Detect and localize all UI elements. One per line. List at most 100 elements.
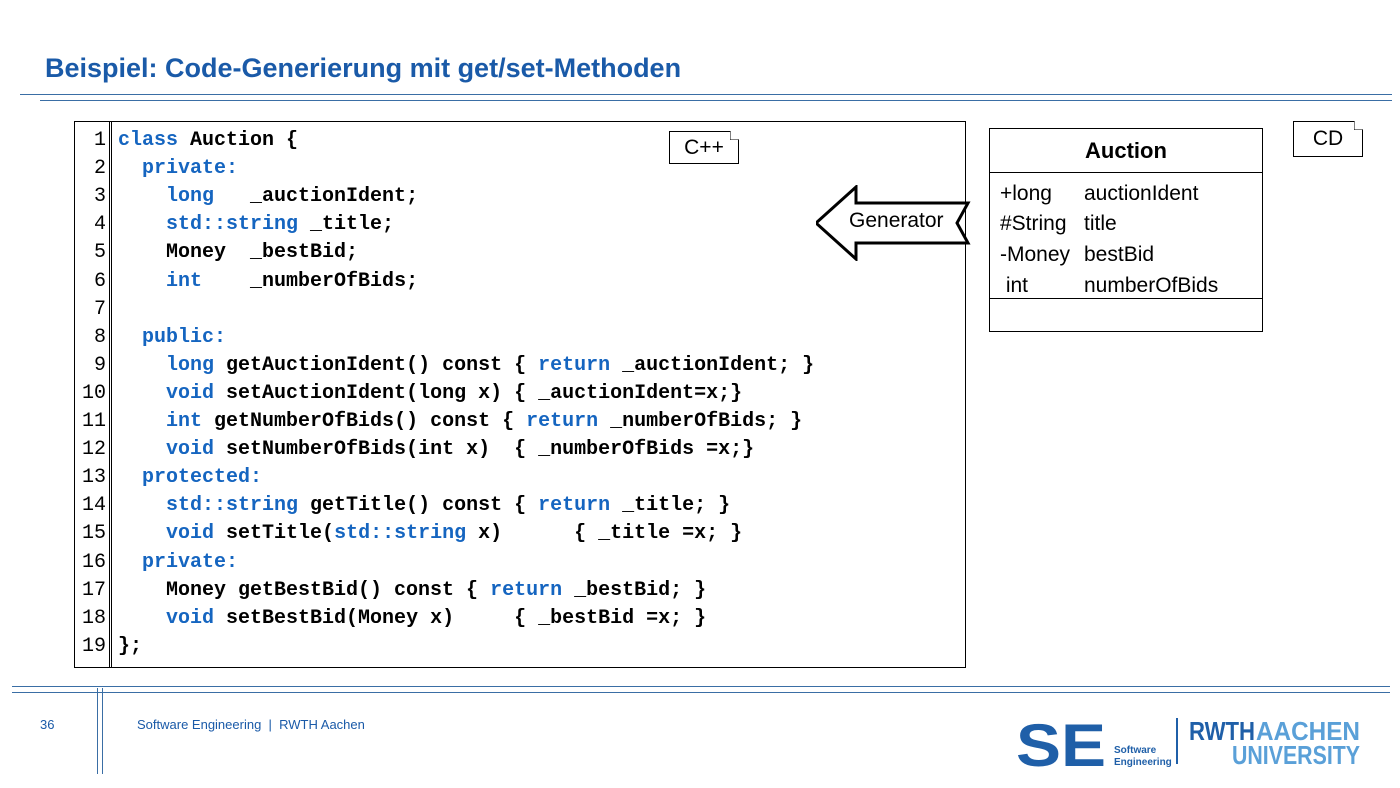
code-text: void setTitle(std::string x) { _title =x… — [118, 520, 742, 548]
code-text: class Auction { — [118, 127, 298, 155]
footer-divider-bottom — [12, 692, 1390, 693]
uml-attribute-name: numberOfBids — [1084, 274, 1219, 297]
page-number: 36 — [40, 717, 55, 732]
generator-label: Generator — [849, 209, 944, 232]
code-keyword: int — [166, 410, 203, 433]
se-logo-line2: Engineering — [1114, 757, 1172, 768]
line-number: 4 — [93, 213, 106, 237]
code-text: void setBestBid(Money x) { _bestBid =x; … — [118, 605, 706, 633]
language-tag-label: C++ — [684, 136, 724, 159]
code-token: setTitle( — [214, 522, 335, 546]
line-number: 7 — [93, 297, 106, 321]
line-number: 18 — [81, 606, 106, 630]
line-number: 5 — [93, 241, 106, 265]
code-keyword: std::string — [166, 494, 299, 518]
code-text: void setNumberOfBids(int x) { _numberOfB… — [118, 436, 754, 464]
code-token: _auctionIdent; — [214, 185, 419, 209]
code-token: _auctionIdent; } — [610, 353, 815, 377]
language-tag: C++ — [669, 131, 739, 164]
uml-class-name: Auction — [990, 129, 1262, 173]
generator-arrow-icon — [816, 185, 971, 261]
code-token — [118, 522, 166, 545]
code-token — [118, 326, 142, 349]
code-token: Auction { — [178, 129, 299, 152]
slide-title: Beispiel: Code-Generierung mit get/set-M… — [45, 53, 682, 83]
code-text: protected: — [118, 464, 262, 492]
code-text: public: — [118, 324, 226, 352]
diagram-tag-label: CD — [1312, 127, 1344, 150]
code-keyword: class — [118, 129, 179, 152]
code-keyword: return — [526, 410, 599, 433]
uml-attribute-name: bestBid — [1084, 243, 1155, 266]
code-keyword: std::string — [166, 213, 299, 237]
line-number: 3 — [93, 185, 106, 209]
code-keyword: protected: — [142, 466, 263, 490]
se-logo-line1: Software — [1114, 745, 1157, 756]
code-token — [118, 607, 166, 630]
code-text: Money _bestBid; — [118, 239, 358, 267]
code-token — [118, 466, 142, 489]
line-number: 15 — [81, 522, 106, 546]
se-logo-letters: SE — [1016, 712, 1106, 770]
uml-attribute-type: int — [1000, 274, 1029, 297]
line-number: 10 — [81, 381, 106, 405]
rwth-logo-part1: RWTH — [1189, 716, 1255, 746]
code-token — [118, 494, 166, 517]
code-token: x) { _title =x; } — [466, 522, 743, 546]
uml-attribute-type: -Money — [1000, 243, 1071, 266]
code-text: int _numberOfBids; — [118, 268, 418, 296]
dog-ear-icon — [1354, 121, 1363, 130]
diagram-tag: CD — [1293, 121, 1363, 157]
code-token: getTitle() const { — [298, 494, 539, 518]
code-keyword: long — [166, 353, 215, 377]
line-number: 8 — [93, 325, 106, 349]
uml-attribute: -Money bestBid — [1000, 240, 1154, 270]
code-token: _numberOfBids; — [202, 269, 419, 293]
uml-attribute-type: +long — [1000, 182, 1052, 205]
code-keyword: void — [166, 381, 215, 405]
line-number: 9 — [93, 353, 106, 377]
code-text: std::string _title; — [118, 211, 394, 239]
code-token — [118, 185, 166, 208]
code-token — [118, 354, 166, 377]
code-text: private: — [118, 549, 238, 577]
code-text: std::string getTitle() const { return _t… — [118, 492, 730, 520]
code-token: _title; — [298, 213, 395, 237]
code-token: getAuctionIdent() const { — [214, 353, 539, 377]
code-token: getNumberOfBids() const { — [202, 410, 527, 433]
code-token: setAuctionIdent(long x) { _auctionIdent=… — [214, 381, 743, 405]
code-text: }; — [118, 633, 142, 661]
code-keyword: std::string — [334, 522, 467, 546]
code-token: setNumberOfBids(int x) { _numberOfBids =… — [214, 438, 755, 462]
uml-attribute-type: #String — [1000, 212, 1067, 235]
code-keyword: return — [490, 578, 563, 602]
code-text: Money getBestBid() const { return _bestB… — [118, 577, 706, 605]
code-token: _numberOfBids; } — [598, 410, 803, 433]
line-number: 17 — [81, 578, 106, 602]
code-token: _title; } — [610, 494, 731, 518]
code-keyword: return — [538, 353, 611, 377]
code-token — [118, 438, 166, 461]
uml-attribute-name: title — [1084, 212, 1117, 235]
code-token: Money getBestBid() const { — [118, 578, 491, 602]
dog-ear-icon — [730, 131, 739, 140]
code-keyword: long — [166, 185, 215, 209]
code-text: long _auctionIdent; — [118, 183, 418, 211]
uml-compartment-divider — [990, 298, 1262, 299]
code-keyword: void — [166, 606, 215, 630]
uml-attribute: #String title — [1000, 209, 1117, 239]
code-text: private: — [118, 155, 238, 183]
code-keyword: return — [538, 494, 611, 518]
code-token: }; — [118, 634, 143, 658]
line-number: 6 — [93, 269, 106, 293]
code-keyword: private: — [142, 550, 239, 574]
line-number: 1 — [93, 129, 106, 152]
rwth-logo-line2: UNIVERSITY — [1232, 740, 1360, 770]
title-divider-bottom — [40, 100, 1392, 101]
line-number: 16 — [81, 550, 106, 574]
line-number: 11 — [81, 410, 106, 433]
code-token — [118, 213, 166, 236]
code-text: void setAuctionIdent(long x) { _auctionI… — [118, 380, 742, 408]
footer-text: Software Engineering | RWTH Aachen — [137, 717, 365, 732]
